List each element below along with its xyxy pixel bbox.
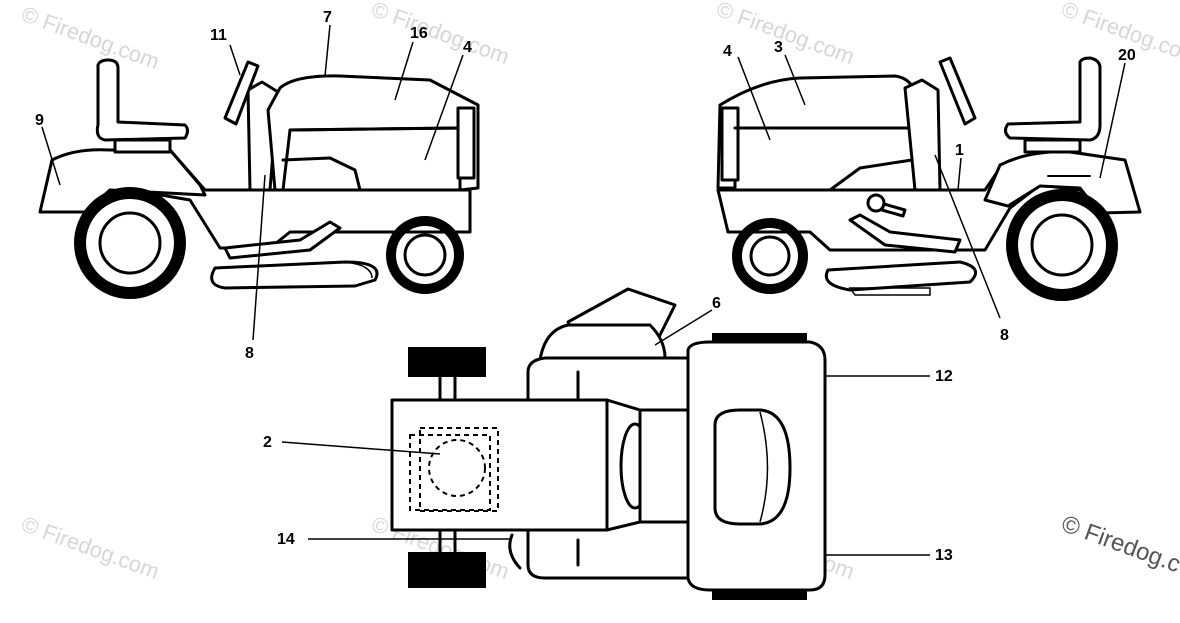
callout-3: 3 bbox=[774, 39, 783, 56]
left-side-view: 11 7 16 4 9 8 bbox=[35, 9, 480, 362]
engine-cover bbox=[713, 408, 792, 526]
watermark: © Firedog.com bbox=[18, 511, 162, 584]
foot-rest bbox=[848, 213, 962, 254]
callout-8: 8 bbox=[1000, 327, 1009, 344]
front-wheel bbox=[386, 216, 464, 294]
hood bbox=[266, 74, 480, 192]
fuel-cap-outline bbox=[428, 439, 486, 497]
ignition-key-icon bbox=[866, 193, 907, 218]
fuel-area-outline bbox=[409, 434, 491, 511]
seat bbox=[1003, 56, 1102, 142]
callout-4: 4 bbox=[723, 43, 732, 60]
callout-1: 1 bbox=[955, 142, 964, 159]
watermark: © Firedog.com bbox=[18, 1, 162, 74]
hood bbox=[716, 74, 937, 192]
hood-panel-line bbox=[828, 158, 914, 192]
callout-7: 7 bbox=[323, 9, 332, 26]
front-wheel-bottom bbox=[712, 590, 807, 600]
grille bbox=[456, 106, 476, 180]
steering-wheel bbox=[223, 60, 260, 126]
right-side-view: 4 3 20 1 8 bbox=[716, 39, 1142, 344]
callout-9: 9 bbox=[35, 112, 44, 129]
seat bbox=[95, 58, 189, 142]
rear-wheel-bottom bbox=[408, 552, 486, 588]
callout-16: 16 bbox=[410, 25, 428, 42]
steering-wheel bbox=[938, 56, 977, 126]
rear-platform bbox=[390, 398, 609, 532]
front-wheel bbox=[732, 218, 808, 294]
watermark: © Firedog.com bbox=[713, 0, 857, 69]
rear-wheel bbox=[74, 187, 186, 299]
callout-4: 4 bbox=[463, 39, 472, 56]
callout-13: 13 bbox=[935, 547, 953, 564]
mower-deck bbox=[210, 260, 379, 290]
watermark: © Firedog.com bbox=[368, 0, 512, 69]
callout-6: 6 bbox=[712, 295, 721, 312]
grille bbox=[720, 106, 740, 182]
rear-wheel-top bbox=[408, 347, 486, 377]
discharge-chute bbox=[344, 261, 373, 279]
callout-8: 8 bbox=[245, 345, 254, 362]
watermark-corner: © Firedog.c bbox=[1058, 510, 1180, 578]
hood-panel-line bbox=[281, 156, 362, 192]
callout-12: 12 bbox=[935, 368, 953, 385]
steering-column bbox=[903, 78, 942, 192]
callout-11: 11 bbox=[210, 27, 227, 44]
callout-2: 2 bbox=[263, 434, 272, 451]
front-wheel-top bbox=[712, 333, 807, 343]
rear-fender bbox=[38, 148, 207, 214]
callout-20: 20 bbox=[1118, 47, 1136, 64]
rear-wheel bbox=[1006, 189, 1118, 301]
top-view: 6 12 2 14 13 bbox=[263, 287, 953, 600]
seat-base bbox=[1023, 138, 1082, 154]
seat-top bbox=[538, 323, 667, 362]
foot-rest bbox=[223, 220, 342, 260]
rear-fender bbox=[983, 150, 1142, 215]
seat-base bbox=[113, 138, 172, 154]
mower-deck bbox=[824, 260, 978, 292]
callout-14: 14 bbox=[277, 531, 295, 548]
